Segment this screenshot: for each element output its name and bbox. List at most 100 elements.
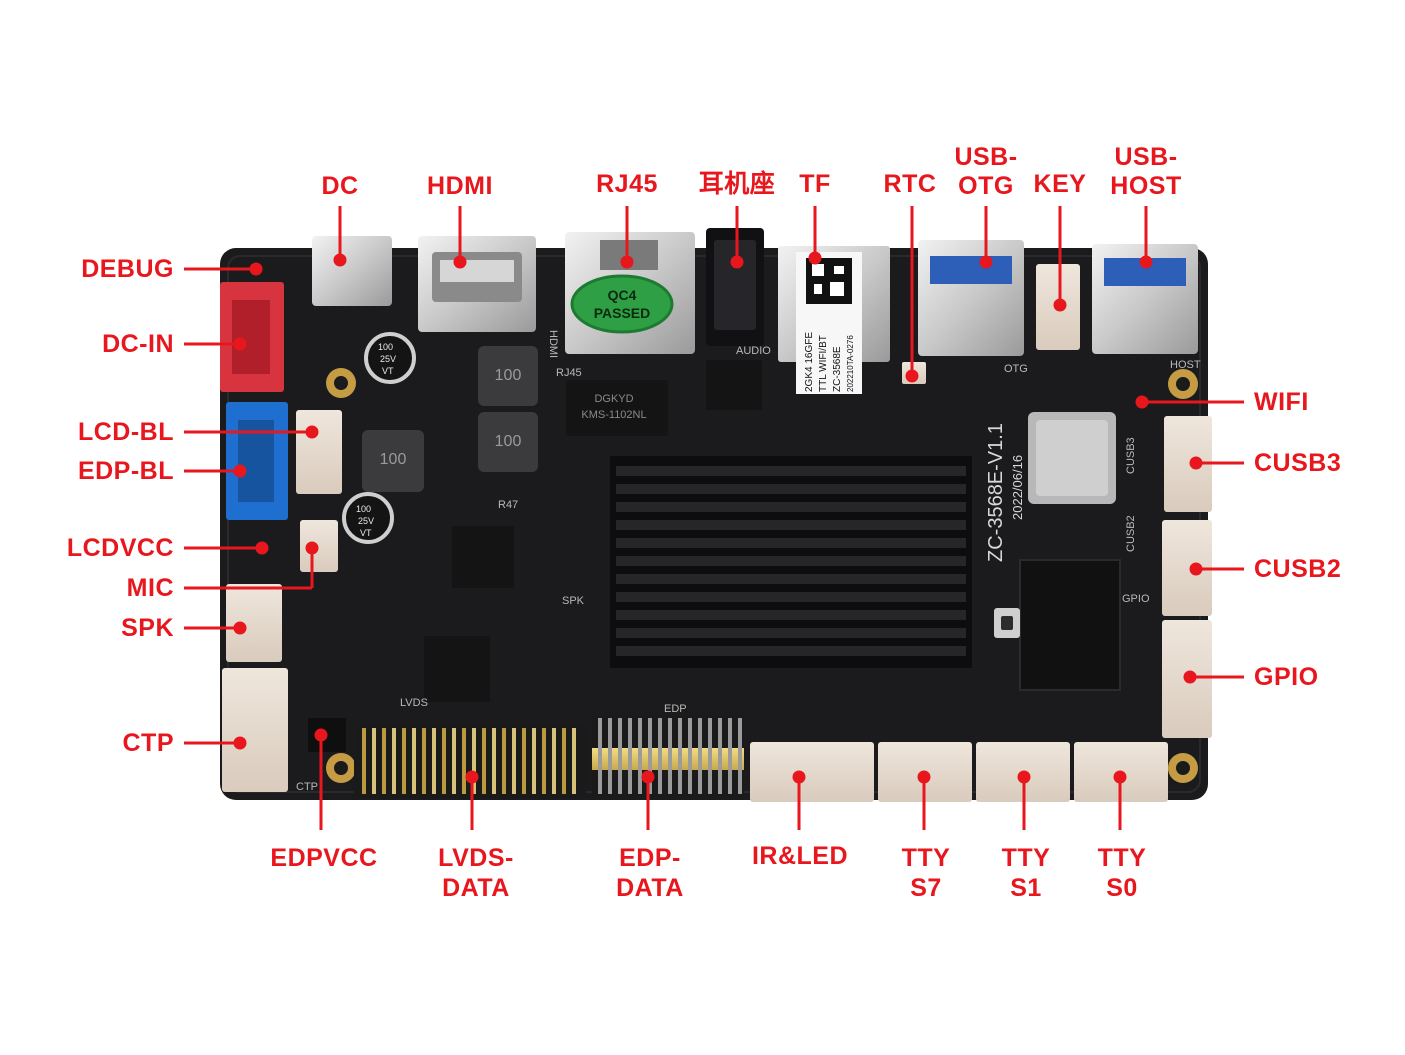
lvds-pin — [442, 728, 446, 794]
silk-date: 2022/06/16 — [1010, 455, 1025, 520]
label-lcdvcc: LCDVCC — [66, 534, 174, 562]
label-tf: TF — [799, 170, 831, 198]
label-lcd-bl: LCD-BL — [77, 418, 174, 446]
cap2-line2: 25V — [358, 516, 374, 526]
label-lvds-data-line1: LVDS- — [438, 844, 514, 872]
sticker-line2: TTL WIFI/BT — [818, 335, 829, 392]
edp-pin — [668, 718, 672, 794]
lvds-pin — [512, 728, 516, 794]
label-tty-s0-line1: TTY — [1097, 844, 1147, 872]
heatsink-fin — [616, 466, 966, 476]
lvds-pin — [372, 728, 376, 794]
callout-lines — [184, 206, 1244, 830]
lvds-pin — [452, 728, 456, 794]
label-usb-otg-line1: USB- — [954, 143, 1018, 171]
label-tty-s1-line2: S1 — [1010, 874, 1042, 902]
label-usb-host-line2: HOST — [1110, 172, 1182, 200]
edp-pin — [618, 718, 622, 794]
label-dc-in: DC-IN — [102, 330, 174, 358]
edp-pin — [708, 718, 712, 794]
heatsink-fin — [616, 538, 966, 548]
spk-connector — [226, 584, 282, 662]
cap2-line1: 100 — [356, 504, 371, 514]
label-edp-data-line1: EDP- — [619, 844, 681, 872]
lvds-pin — [412, 728, 416, 794]
lvds-pin — [472, 728, 476, 794]
lvds-pin — [542, 728, 546, 794]
label-hdmi: HDMI — [427, 172, 493, 200]
silk-model-version: ZC-3568E-V1.1 — [985, 423, 1007, 562]
lcd-bl-header — [296, 410, 342, 494]
heatsink-fin — [616, 484, 966, 494]
lvds-pin — [482, 728, 486, 794]
silk-gpio: GPIO — [1122, 593, 1150, 605]
lvds-pin — [492, 728, 496, 794]
sticker-line4: 202210TA-0276 — [846, 335, 855, 392]
cap2-line3: VT — [360, 528, 372, 538]
label-debug: DEBUG — [81, 255, 174, 283]
label-rtc: RTC — [883, 170, 937, 198]
lvds-pin — [522, 728, 526, 794]
lvds-pin — [572, 728, 576, 794]
mic-connector — [300, 520, 338, 572]
label-spk: SPK — [121, 614, 174, 642]
inductor-2 — [478, 412, 538, 472]
lan-chip-line1: DGKYD — [594, 393, 633, 405]
silk-lvds: LVDS — [400, 697, 428, 709]
silk-edp: EDP — [664, 703, 687, 715]
heatsink-fin — [616, 574, 966, 584]
heatsink-fin — [616, 502, 966, 512]
label-edpvcc: EDPVCC — [270, 844, 378, 872]
lvds-pins — [362, 728, 576, 794]
lvds-pin — [382, 728, 386, 794]
label-wifi: WIFI — [1254, 388, 1309, 416]
cap1-line1: 100 — [378, 342, 393, 352]
edp-pins — [598, 718, 742, 794]
label-ir-led: IR&LED — [751, 842, 849, 870]
label-headphone-jack: 耳机座 — [698, 170, 776, 198]
qc-passed-sticker — [570, 274, 674, 334]
lan-transformer — [566, 380, 668, 436]
lvds-pin — [402, 728, 406, 794]
qc-line1: QC4 — [608, 287, 637, 303]
label-cusb2: CUSB2 — [1254, 555, 1342, 583]
silk-resistor: R47 — [498, 499, 518, 511]
silk-rj45: RJ45 — [556, 367, 582, 379]
inductor-3 — [362, 430, 424, 492]
silk-audio: AUDIO — [736, 345, 771, 357]
ram-chip — [1019, 559, 1121, 691]
edp-pin — [628, 718, 632, 794]
heatsink-fin — [616, 556, 966, 566]
inductor-3-text: 100 — [380, 451, 407, 468]
lvds-header — [354, 722, 586, 798]
label-edp-data-line2: DATA — [616, 874, 684, 902]
dc-jack — [312, 236, 392, 306]
label-cusb3: CUSB3 — [1254, 449, 1342, 477]
cusb2-connector — [1162, 520, 1212, 616]
heatsink-fins — [616, 466, 966, 656]
label-tty-s0-line2: S0 — [1106, 874, 1138, 902]
qc-line2: PASSED — [594, 305, 651, 321]
edp-pin — [598, 718, 602, 794]
silk-otg: OTG — [1004, 363, 1028, 375]
edp-pin — [678, 718, 682, 794]
label-tty-s7: TTY S7 — [902, 843, 951, 903]
label-tty-s7-line2: S7 — [910, 874, 942, 902]
lvds-pin — [562, 728, 566, 794]
silk-ctp: CTP — [296, 781, 318, 793]
lvds-pin — [362, 728, 366, 794]
heatsink-fin — [616, 520, 966, 530]
edp-pin — [648, 718, 652, 794]
lvds-pin — [532, 728, 536, 794]
sticker-line1: 2GK4 16GFE — [804, 332, 815, 392]
label-ctp: CTP — [122, 729, 174, 757]
lan-chip-line2: KMS-1102NL — [581, 409, 646, 421]
sticker-line3: ZC-3568E — [832, 346, 843, 392]
lvds-pin — [422, 728, 426, 794]
main-ic — [452, 526, 514, 588]
heatsink-fin — [616, 646, 966, 656]
label-lvds-data-line2: DATA — [442, 874, 510, 902]
label-edp-bl: EDP-BL — [77, 457, 174, 485]
label-usb-otg: USB- OTG — [954, 143, 1017, 201]
capacitor-2 — [342, 492, 394, 544]
